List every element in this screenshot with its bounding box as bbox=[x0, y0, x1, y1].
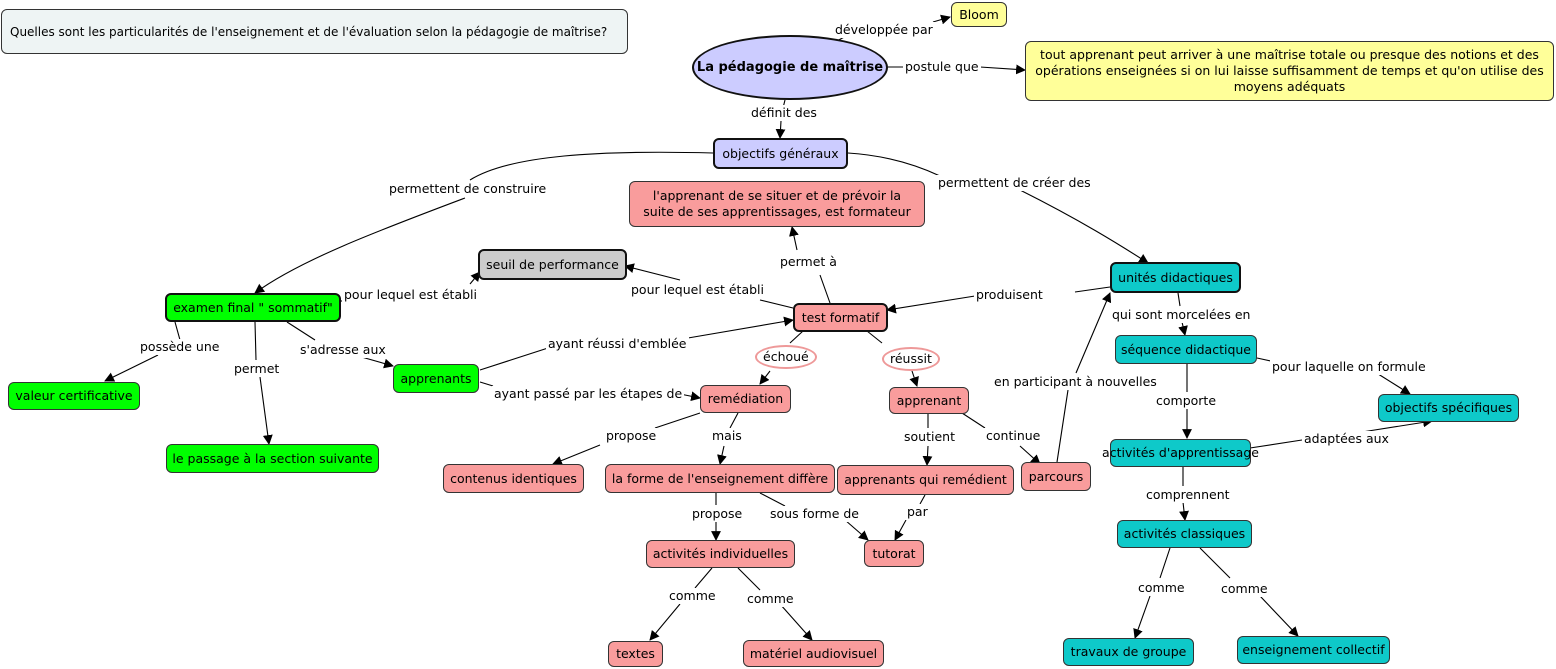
link-comme-4 bbox=[1199, 547, 1298, 636]
link-sous-forme-de bbox=[759, 492, 868, 540]
concept-bloom[interactable]: Bloom bbox=[951, 2, 1007, 27]
concept-enseignement-collectif[interactable]: enseignement collectif bbox=[1237, 636, 1390, 664]
concept-seuil-de-performance[interactable]: seuil de performance bbox=[478, 249, 627, 280]
link-label-comme-2: comme bbox=[745, 591, 796, 607]
link-label-produisent: produisent bbox=[974, 287, 1045, 303]
concept-remediation[interactable]: remédiation bbox=[700, 385, 791, 413]
concept-contenus-identiques[interactable]: contenus identiques bbox=[443, 464, 584, 493]
link-label-ayant-passe: ayant passé par les étapes de bbox=[492, 386, 685, 402]
link-label-comme-4: comme bbox=[1219, 581, 1270, 597]
link-continue bbox=[961, 412, 1040, 464]
link-label-pour-laquelle: pour laquelle on formule bbox=[1270, 359, 1428, 375]
link-mais bbox=[720, 412, 739, 464]
link-label-reussit: réussit bbox=[882, 347, 940, 371]
link-comprennent bbox=[1183, 467, 1185, 520]
concept-valeur-certificative[interactable]: valeur certificative bbox=[8, 382, 140, 410]
link-soutient bbox=[927, 413, 928, 465]
link-label-s-adresse-aux: s'adresse aux bbox=[298, 342, 388, 358]
concept-activites-classiques[interactable]: activités classiques bbox=[1117, 520, 1252, 548]
link-ayant-reussi bbox=[479, 320, 793, 371]
link-label-pour-lequel-1: pour lequel est établi bbox=[342, 287, 479, 303]
link-label-comme-1: comme bbox=[667, 588, 718, 604]
link-permet-a bbox=[792, 227, 831, 304]
link-label-adaptees-aux: adaptées aux bbox=[1302, 431, 1391, 447]
link-en-participant bbox=[1056, 293, 1110, 463]
concept-activites-apprentissage[interactable]: activités d'apprentissage bbox=[1102, 439, 1259, 467]
link-label-permettent-creer: permettent de créer des bbox=[936, 175, 1093, 191]
link-label-propose-1: propose bbox=[604, 428, 659, 444]
link-label-par: par bbox=[905, 504, 930, 520]
concept-postulat[interactable]: tout apprenant peut arriver à une maîtri… bbox=[1025, 41, 1554, 101]
concept-apprenant[interactable]: apprenant bbox=[889, 387, 969, 414]
link-pour-lequel-2 bbox=[625, 266, 794, 309]
link-permet bbox=[254, 321, 269, 444]
link-label-permet-a: permet à bbox=[778, 254, 839, 270]
link-permettent-construire bbox=[255, 151, 714, 293]
link-postule-que bbox=[888, 67, 1025, 70]
link-label-comme-3: comme bbox=[1136, 580, 1187, 596]
link-label-mais: mais bbox=[710, 428, 744, 444]
concept-textes[interactable]: textes bbox=[608, 641, 663, 667]
concept-test-formatif[interactable]: test formatif bbox=[793, 303, 888, 332]
concept-pedagogie-de-maitrise[interactable]: La pédagogie de maîtrise bbox=[692, 35, 888, 100]
link-label-continue: continue bbox=[984, 428, 1043, 444]
link-adaptees-aux bbox=[1249, 421, 1432, 449]
link-par bbox=[895, 494, 926, 540]
link-propose-1 bbox=[553, 412, 701, 464]
concept-forme-enseignement[interactable]: la forme de l'enseignement diffère bbox=[605, 464, 835, 493]
link-comme-3 bbox=[1135, 547, 1171, 638]
link-label-soutient: soutient bbox=[902, 429, 957, 445]
concept-examen-final[interactable]: examen final " sommatif" bbox=[165, 293, 341, 322]
concept-activites-individuelles[interactable]: activités individuelles bbox=[646, 540, 795, 568]
link-reussit bbox=[866, 330, 917, 386]
concept-passage-section-suivante[interactable]: le passage à la section suivante bbox=[166, 444, 379, 473]
link-possede-une bbox=[105, 321, 181, 381]
link-label-sous-forme-de: sous forme de bbox=[768, 506, 862, 522]
concept-tutorat[interactable]: tutorat bbox=[864, 540, 924, 567]
concept-apprenants[interactable]: apprenants bbox=[393, 364, 479, 393]
link-label-qui-sont-morcelees: qui sont morcelées en bbox=[1110, 307, 1253, 323]
concept-unites-didactiques[interactable]: unités didactiques bbox=[1110, 262, 1241, 293]
link-label-definit-des: définit des bbox=[749, 105, 819, 121]
link-echoue bbox=[760, 330, 804, 384]
link-comme-2 bbox=[737, 567, 812, 640]
link-label-comprennent: comprennent bbox=[1144, 487, 1232, 503]
link-label-en-participant: en participant à nouvelles bbox=[992, 374, 1159, 390]
link-label-postule-que: postule que bbox=[903, 59, 981, 75]
link-label-pour-lequel-2: pour lequel est établi bbox=[629, 282, 766, 298]
link-qui-sont-morcelees bbox=[1178, 292, 1185, 335]
concept-parcours[interactable]: parcours bbox=[1021, 462, 1091, 491]
concept-apprenants-qui-remedient[interactable]: apprenants qui remédient bbox=[837, 465, 1014, 495]
link-label-propose-2: propose bbox=[690, 506, 745, 522]
concept-objectifs-generaux[interactable]: objectifs généraux bbox=[713, 138, 848, 169]
concept-materiel-audiovisuel[interactable]: matériel audiovisuel bbox=[743, 640, 884, 667]
link-comme-1 bbox=[650, 567, 713, 640]
link-label-developpee-par: développée par bbox=[833, 22, 935, 38]
link-label-comporte: comporte bbox=[1154, 393, 1219, 409]
link-label-echoue: échoué bbox=[755, 345, 817, 369]
focus-question-box: Quelles sont les particularités de l'ens… bbox=[1, 9, 628, 54]
focus-question-text: Quelles sont les particularités de l'ens… bbox=[10, 24, 608, 39]
link-label-permet: permet bbox=[232, 361, 282, 377]
concept-sequence-didactique[interactable]: séquence didactique bbox=[1115, 335, 1257, 364]
link-label-permettent-construire: permettent de construire bbox=[387, 181, 549, 197]
link-label-possede-une: possède une bbox=[138, 339, 222, 355]
link-label-ayant-reussi: ayant réussi d'emblée bbox=[546, 336, 689, 352]
concept-apprenant-situer[interactable]: l'apprenant de se situer et de prévoir l… bbox=[629, 181, 925, 227]
link-permettent-creer bbox=[847, 152, 1148, 263]
concept-objectifs-specifiques[interactable]: objectifs spécifiques bbox=[1378, 394, 1519, 422]
concept-travaux-de-groupe[interactable]: travaux de groupe bbox=[1063, 638, 1194, 666]
